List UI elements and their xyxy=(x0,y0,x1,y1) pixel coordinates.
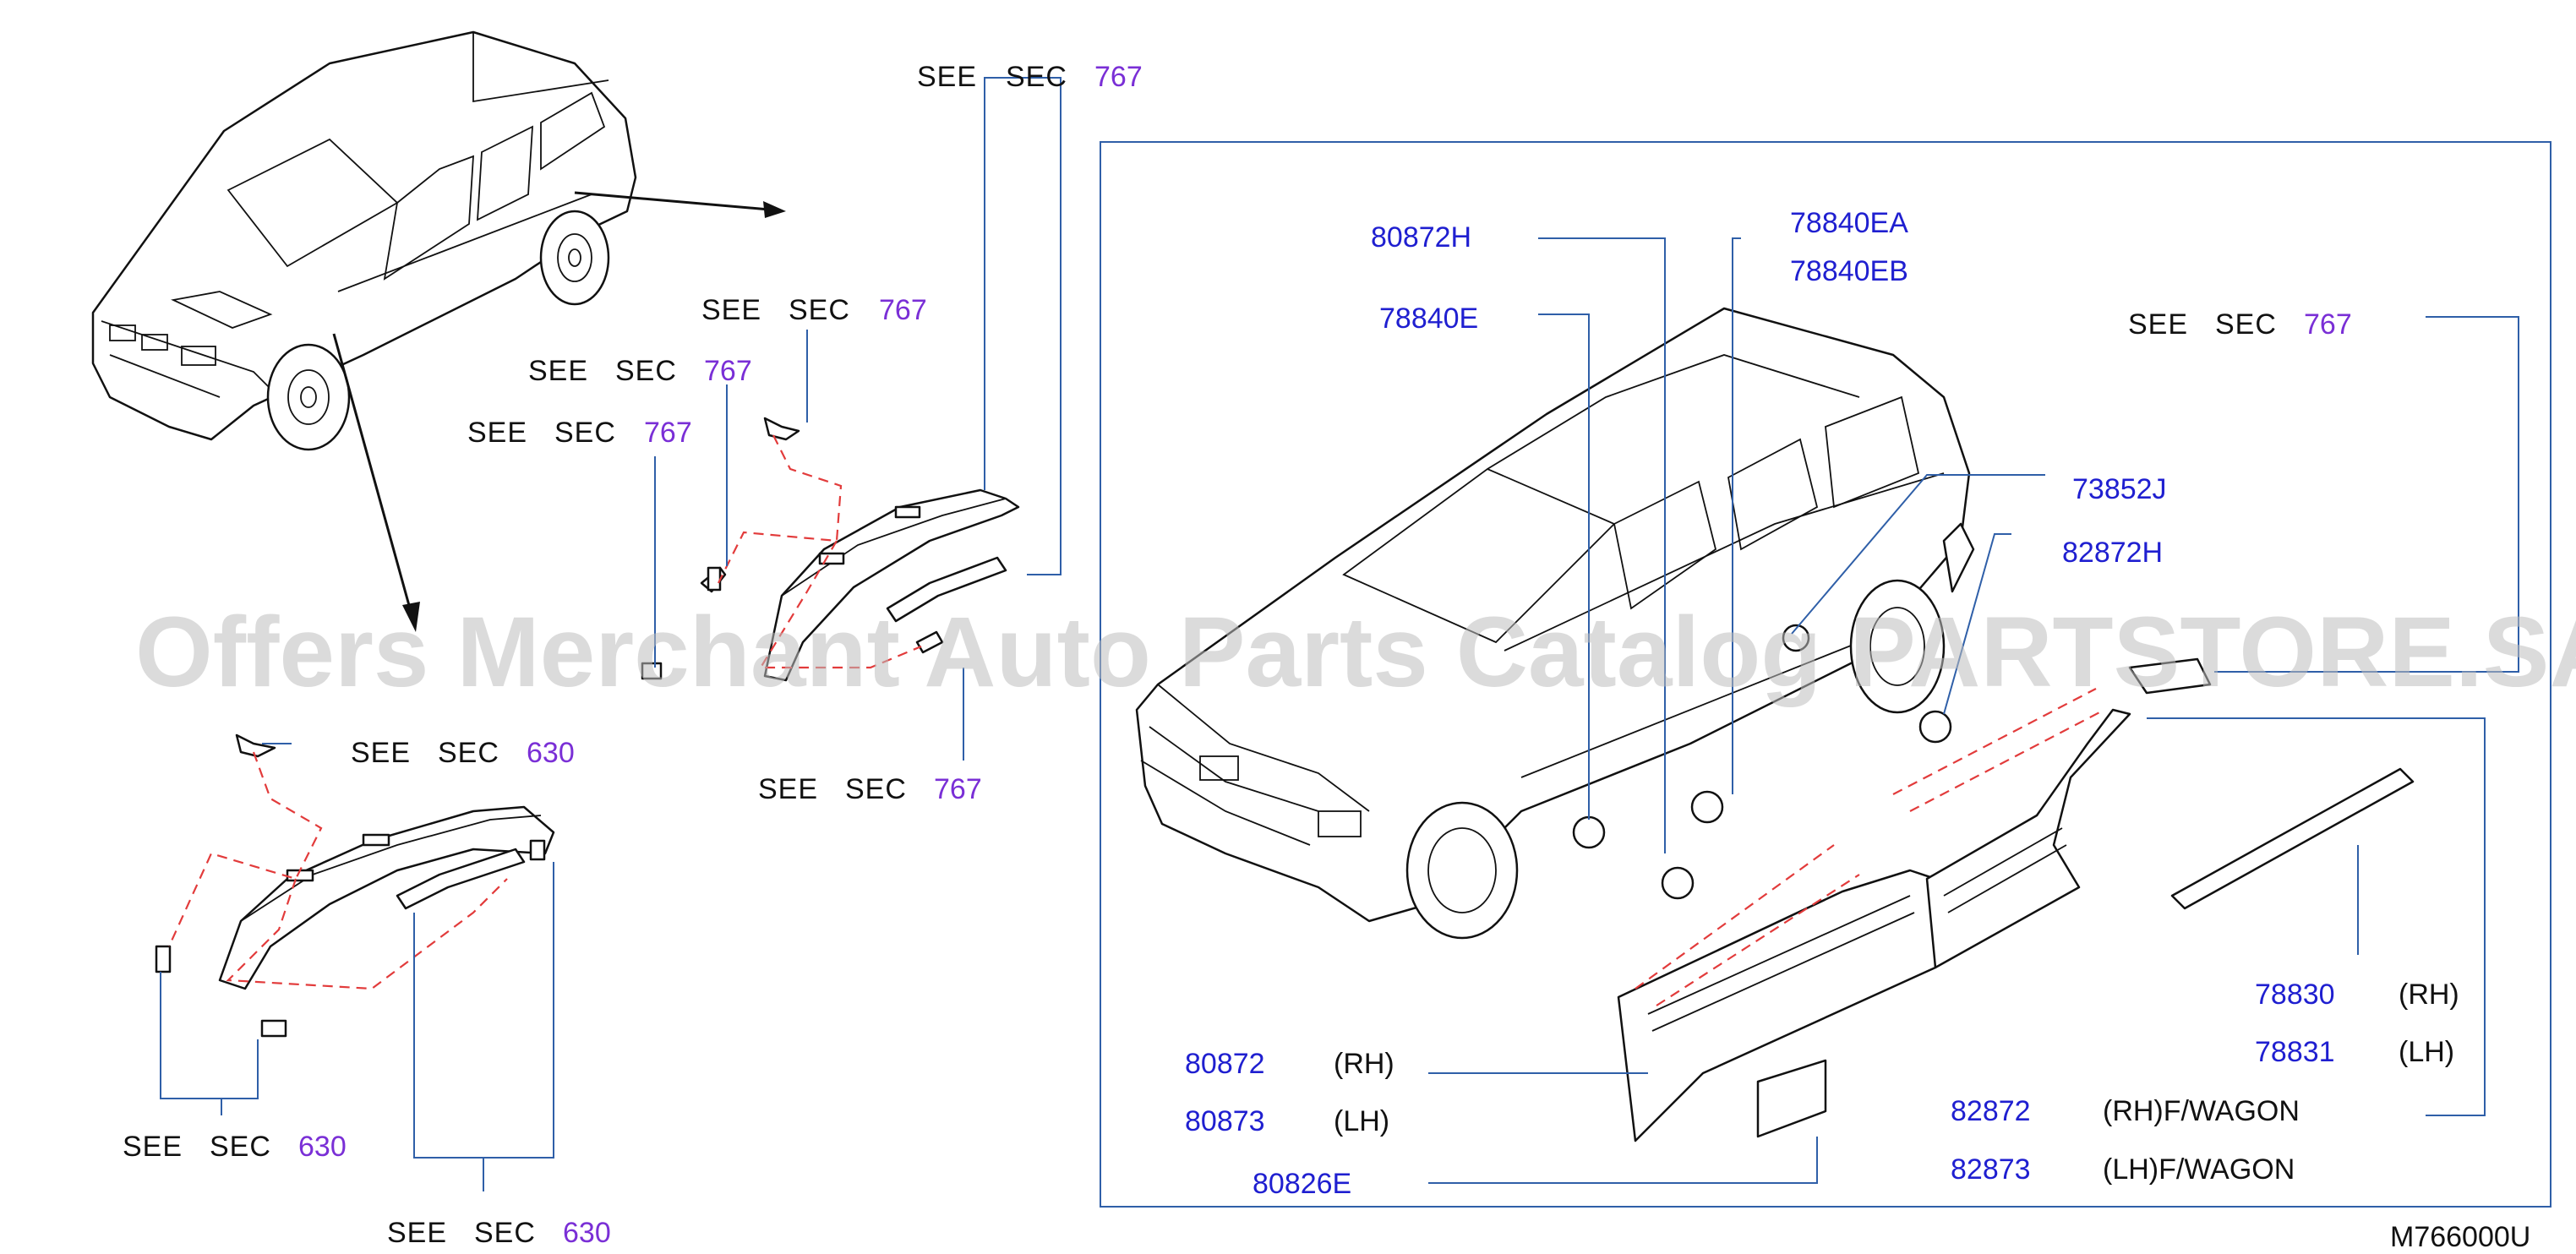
part-desc-78831: (LH) xyxy=(2399,1036,2454,1068)
part-number-80872[interactable]: 80872 xyxy=(1185,1048,1265,1080)
watermark-text: Offers Merchant Auto Parts Catalog PARTS… xyxy=(135,597,2576,708)
section-ref-1[interactable]: SEE SEC 767 xyxy=(917,61,1143,93)
part-number-80872H[interactable]: 80872H xyxy=(1371,221,1471,254)
part-number-78840EA[interactable]: 78840EA xyxy=(1790,207,1908,239)
see-label: SEE xyxy=(387,1217,447,1249)
section-number[interactable]: 767 xyxy=(644,417,692,449)
part-number-78831[interactable]: 78831 xyxy=(2255,1036,2335,1068)
part-number-80826E[interactable]: 80826E xyxy=(1253,1168,1351,1200)
section-ref-5[interactable]: SEE SEC 767 xyxy=(758,773,982,805)
diagram-id: M766000U xyxy=(2390,1221,2530,1253)
sec-label: SEC xyxy=(438,737,499,769)
see-label: SEE xyxy=(467,417,527,449)
body-side-molding-drawing xyxy=(1572,624,2415,1142)
part-desc-80872: (RH) xyxy=(1334,1048,1394,1080)
part-desc-82873: (LH)F/WAGON xyxy=(2103,1153,2295,1186)
sec-label: SEC xyxy=(845,773,907,805)
see-label: SEE xyxy=(528,355,588,387)
section-ref-2[interactable]: SEE SEC 767 xyxy=(701,294,927,326)
section-number[interactable]: 767 xyxy=(879,294,927,326)
see-label: SEE xyxy=(758,773,818,805)
part-number-82873[interactable]: 82873 xyxy=(1951,1153,2031,1186)
section-number[interactable]: 767 xyxy=(704,355,752,387)
overview-vehicle-drawing xyxy=(91,30,786,632)
part-desc-82872: (RH)F/WAGON xyxy=(2103,1095,2300,1127)
see-label: SEE xyxy=(701,294,761,326)
part-number-82872[interactable]: 82872 xyxy=(1951,1095,2031,1127)
section-number[interactable]: 630 xyxy=(563,1217,611,1249)
part-desc-80873: (LH) xyxy=(1334,1105,1389,1137)
sec-label: SEC xyxy=(474,1217,536,1249)
part-number-78830[interactable]: 78830 xyxy=(2255,979,2335,1011)
front-fender-molding-drawing xyxy=(155,733,555,1038)
part-number-82872H[interactable]: 82872H xyxy=(2062,537,2163,569)
part-desc-78830: (RH) xyxy=(2399,979,2459,1011)
sec-label: SEC xyxy=(2215,308,2277,341)
section-ref-6[interactable]: SEE SEC 630 xyxy=(351,737,575,769)
part-number-73852J[interactable]: 73852J xyxy=(2072,473,2167,505)
section-ref-4[interactable]: SEE SEC 767 xyxy=(467,417,692,449)
sec-label: SEC xyxy=(1006,61,1067,93)
rear-fender-molding-drawing xyxy=(641,417,1020,682)
section-number[interactable]: 767 xyxy=(1094,61,1143,93)
see-label: SEE xyxy=(351,737,411,769)
section-ref-3[interactable]: SEE SEC 767 xyxy=(528,355,752,387)
sec-label: SEC xyxy=(789,294,850,326)
see-label: SEE xyxy=(2128,308,2188,341)
section-number[interactable]: 767 xyxy=(2304,308,2352,341)
part-number-78840E[interactable]: 78840E xyxy=(1379,303,1478,335)
see-label: SEE xyxy=(917,61,977,93)
section-number[interactable]: 630 xyxy=(527,737,575,769)
detail-frame xyxy=(1100,141,2551,1208)
leader-lines xyxy=(160,77,2519,1191)
sec-label: SEC xyxy=(210,1131,271,1163)
section-ref-7[interactable]: SEE SEC 630 xyxy=(123,1131,347,1163)
section-ref-8[interactable]: SEE SEC 630 xyxy=(387,1217,611,1249)
part-number-80873[interactable]: 80873 xyxy=(1185,1105,1265,1137)
section-number[interactable]: 630 xyxy=(298,1131,347,1163)
section-ref-9[interactable]: SEE SEC 767 xyxy=(2128,308,2352,341)
sec-label: SEC xyxy=(615,355,677,387)
part-number-78840EB[interactable]: 78840EB xyxy=(1790,255,1908,287)
main-vehicle-drawing xyxy=(1135,307,1975,940)
see-label: SEE xyxy=(123,1131,183,1163)
sec-label: SEC xyxy=(554,417,616,449)
section-number[interactable]: 767 xyxy=(934,773,982,805)
